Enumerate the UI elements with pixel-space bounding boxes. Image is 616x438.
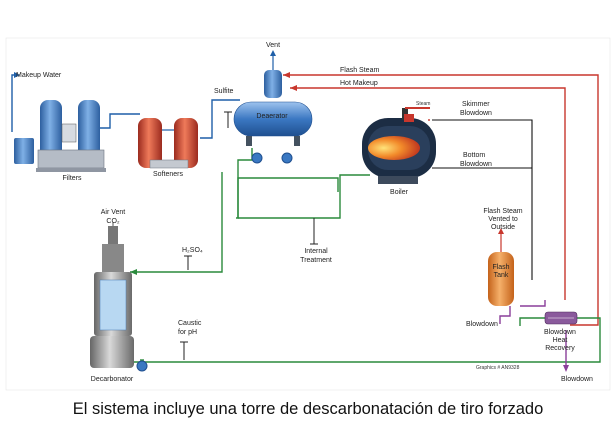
label-skimmer-1: Skimmer: [462, 101, 490, 108]
label-decarbonator: Decarbonator: [91, 376, 134, 383]
blowdown-lines: [432, 119, 533, 280]
label-steam: Steam: [416, 101, 430, 107]
caption: El sistema incluye una torre de descarbo…: [72, 400, 544, 418]
label-flash-vented-3: Outside: [491, 224, 515, 231]
label-h2so4: H₂SO₄: [182, 247, 203, 254]
label-flash-vented-1: Flash Steam: [483, 208, 522, 215]
label-bottom-2: Blowdown: [460, 161, 492, 168]
label-internal-1: Internal: [304, 248, 328, 255]
label-blowdown-left: Blowdown: [466, 321, 498, 328]
label-heat-recovery-2: Heat: [553, 337, 568, 344]
blowdown-out-arrow: [563, 365, 569, 372]
label-flash-tank-2: Tank: [494, 272, 509, 279]
label-internal-2: Treatment: [300, 257, 332, 264]
label-graphics-id: Graphics # AN9328: [476, 365, 520, 371]
label-caustic-1: Caustic: [178, 320, 202, 327]
label-flash-tank-1: Flash: [492, 264, 509, 271]
label-caustic-2: for pH: [178, 329, 197, 336]
label-filters: Filters: [62, 175, 82, 182]
label-skimmer-2: Blowdown: [460, 110, 492, 117]
makeup-water-line: [11, 74, 240, 139]
label-flash-steam: Flash Steam: [340, 67, 379, 74]
label-deaerator: Deaerator: [256, 113, 288, 120]
label-bottom-1: Bottom: [463, 152, 485, 159]
blowdown-purple-lines: [499, 300, 567, 365]
decarbonator-tower: [90, 222, 148, 372]
label-vent: Vent: [266, 42, 280, 49]
label-flash-vented-2: Vented to: [488, 216, 518, 223]
heat-recovery-exchanger: [544, 311, 578, 325]
boiler-vessel: [362, 107, 436, 184]
softeners-unit: [138, 118, 198, 169]
flash-steam-arrow: [283, 72, 290, 78]
deaerator-vessel: [233, 101, 313, 164]
steam-lines: [283, 74, 599, 326]
label-makeup-water: Makeup Water: [16, 72, 62, 79]
label-sulfite: Sulfite: [214, 88, 234, 95]
label-air-vent: Air Vent: [101, 209, 126, 216]
label-boiler: Boiler: [390, 189, 409, 196]
decarb-inlet-arrow: [130, 269, 137, 275]
label-hot-makeup: Hot Makeup: [340, 80, 378, 87]
deaerator-vent: [264, 50, 282, 98]
makeup-arrow: [14, 72, 20, 78]
label-softeners: Softeners: [153, 171, 183, 178]
label-blowdown-bottom: Blowdown: [561, 376, 593, 383]
flash-tank: [488, 228, 514, 306]
label-heat-recovery-3: Recovery: [545, 345, 575, 352]
filters-unit: [14, 100, 106, 172]
hot-makeup-arrow: [290, 85, 297, 91]
chemical-injection-points: [180, 111, 318, 360]
label-heat-recovery-1: Blowdown: [544, 329, 576, 336]
label-co2: CO₂: [106, 218, 120, 225]
